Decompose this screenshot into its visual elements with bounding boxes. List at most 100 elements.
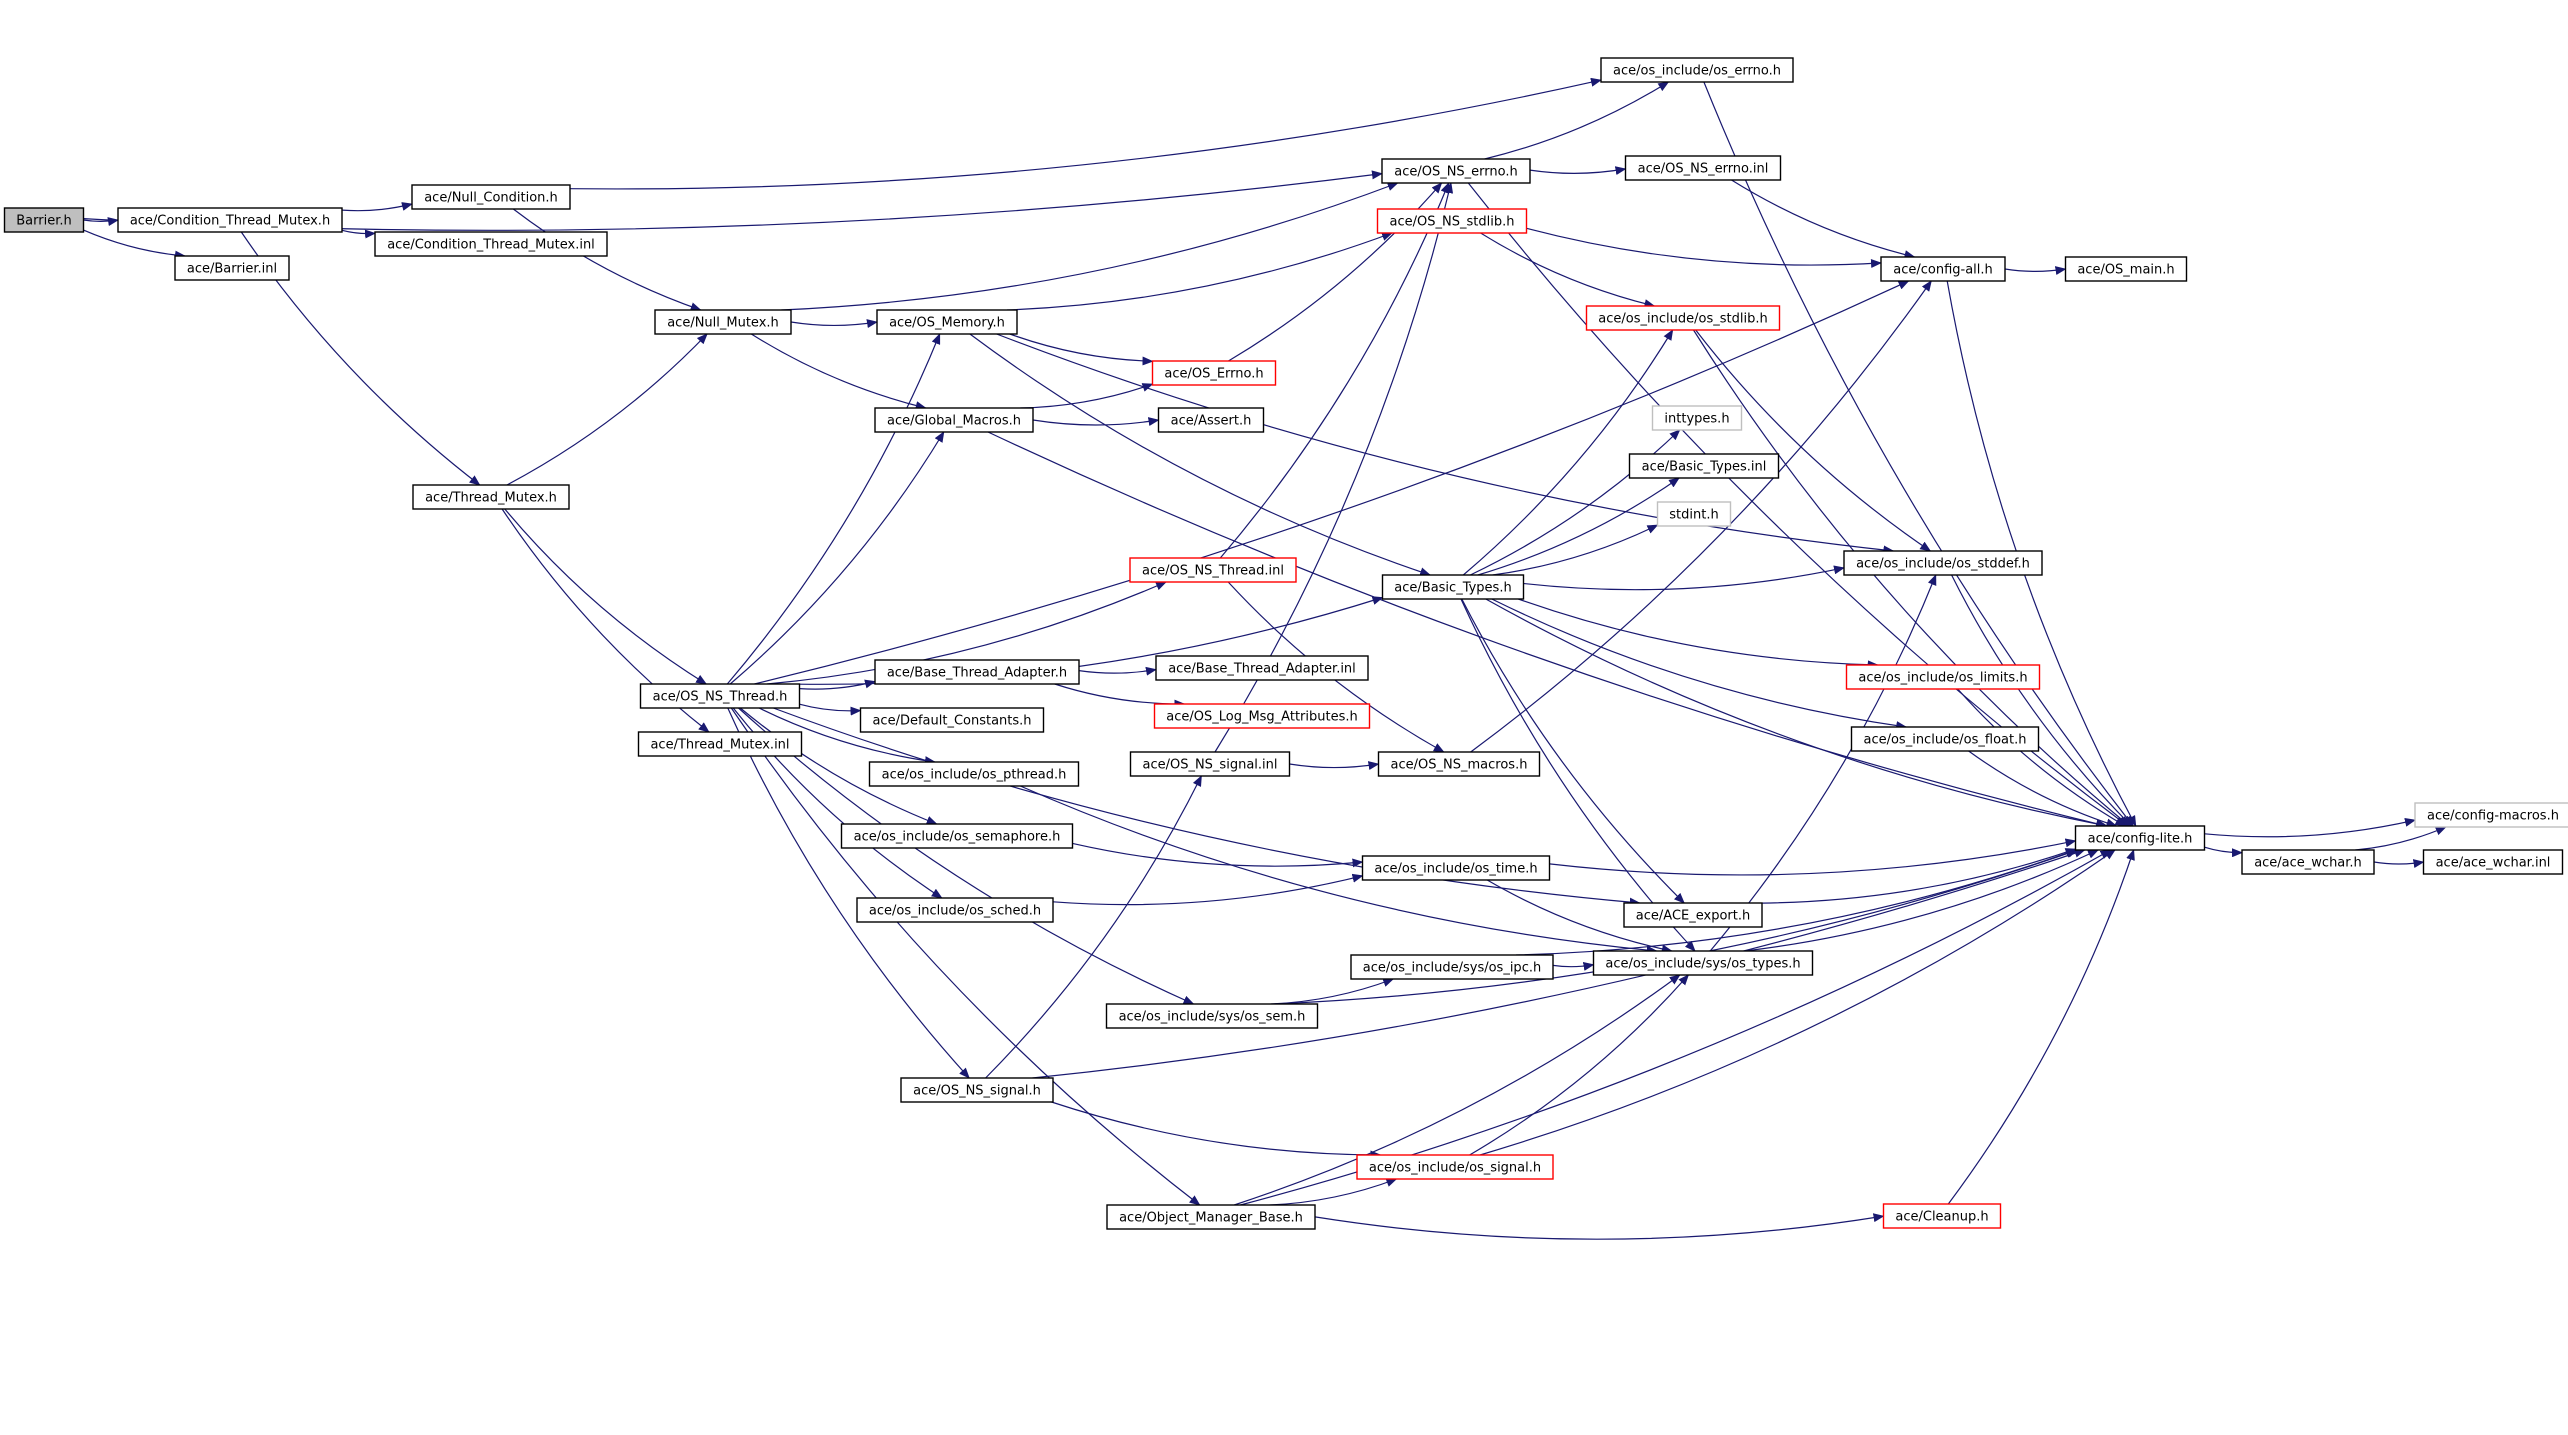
node-global-macros-h[interactable]: ace/Global_Macros.h <box>874 407 1034 433</box>
node-box[interactable] <box>1381 158 1531 184</box>
node-box[interactable] <box>2414 802 2568 828</box>
node-box[interactable] <box>874 407 1034 433</box>
node-base-thread-adapter-h[interactable]: ace/Base_Thread_Adapter.h <box>874 659 1080 685</box>
node-box[interactable] <box>2422 849 2564 875</box>
node-box[interactable] <box>654 309 792 335</box>
node-box[interactable] <box>1592 950 1814 976</box>
node-os-errno-h[interactable]: ace/OS_Errno.h <box>1151 360 1277 386</box>
node-os-log-msg-attributes-h[interactable]: ace/OS_Log_Msg_Attributes.h <box>1153 703 1371 729</box>
node-box[interactable] <box>1585 305 1781 331</box>
node-box[interactable] <box>1377 751 1541 777</box>
node-box[interactable] <box>412 484 570 510</box>
node-box[interactable] <box>1381 574 1525 600</box>
node-os-memory-h[interactable]: ace/OS_Memory.h <box>876 309 1018 335</box>
node-stdint-h[interactable]: stdint.h <box>1656 501 1732 527</box>
node-cleanup-h[interactable]: ace/Cleanup.h <box>1882 1203 2002 1229</box>
node-os-ns-signal-inl[interactable]: ace/OS_NS_signal.inl <box>1129 751 1291 777</box>
node-os-signal-h[interactable]: ace/os_include/os_signal.h <box>1356 1154 1554 1180</box>
node-box[interactable] <box>117 207 343 233</box>
node-default-constants-h[interactable]: ace/Default_Constants.h <box>859 707 1045 733</box>
node-inttypes-h[interactable]: inttypes.h <box>1651 405 1743 431</box>
node-box[interactable] <box>1129 751 1291 777</box>
node-os-semaphore-h[interactable]: ace/os_include/os_semaphore.h <box>840 823 1074 849</box>
node-object-manager-base-h[interactable]: ace/Object_Manager_Base.h <box>1106 1204 1316 1230</box>
node-barrier-h[interactable]: Barrier.h <box>3 207 85 233</box>
node-os-main-h[interactable]: ace/OS_main.h <box>2064 256 2188 282</box>
node-box[interactable] <box>1155 655 1369 681</box>
node-ace-export-h[interactable]: ace/ACE_export.h <box>1623 902 1763 928</box>
node-box[interactable] <box>1151 360 1277 386</box>
node-ace-wchar-h[interactable]: ace/ace_wchar.h <box>2241 849 2375 875</box>
node-assert-h[interactable]: ace/Assert.h <box>1157 407 1265 433</box>
node-os-time-h[interactable]: ace/os_include/os_time.h <box>1361 855 1551 881</box>
node-box[interactable] <box>840 823 1074 849</box>
node-os-ns-macros-h[interactable]: ace/OS_NS_macros.h <box>1377 751 1541 777</box>
node-basic-types-h[interactable]: ace/Basic_Types.h <box>1381 574 1525 600</box>
node-box[interactable] <box>2241 849 2375 875</box>
node-os-errno-inc-h[interactable]: ace/os_include/os_errno.h <box>1600 57 1794 83</box>
node-box[interactable] <box>1356 1154 1554 1180</box>
node-os-ns-stdlib-h[interactable]: ace/OS_NS_stdlib.h <box>1376 208 1528 234</box>
node-config-macros-h[interactable]: ace/config-macros.h <box>2414 802 2568 828</box>
node-box[interactable] <box>856 897 1054 923</box>
node-os-float-h[interactable]: ace/os_include/os_float.h <box>1850 726 2040 752</box>
node-os-ns-thread-inl[interactable]: ace/OS_NS_Thread.inl <box>1129 557 1297 583</box>
node-box[interactable] <box>1129 557 1297 583</box>
node-null-condition-h[interactable]: ace/Null_Condition.h <box>411 184 571 210</box>
node-box[interactable] <box>2074 825 2206 851</box>
node-box[interactable] <box>874 659 1080 685</box>
node-box[interactable] <box>374 231 608 257</box>
node-thread-mutex-inl[interactable]: ace/Thread_Mutex.inl <box>637 731 803 757</box>
node-box[interactable] <box>1624 155 1782 181</box>
node-box[interactable] <box>411 184 571 210</box>
node-os-ns-thread-h[interactable]: ace/OS_NS_Thread.h <box>639 683 801 709</box>
node-box[interactable] <box>1628 453 1780 479</box>
node-null-mutex-h[interactable]: ace/Null_Mutex.h <box>654 309 792 335</box>
node-box[interactable] <box>1361 855 1551 881</box>
node-cond-thread-mutex-h[interactable]: ace/Condition_Thread_Mutex.h <box>117 207 343 233</box>
node-cond-thread-mutex-inl[interactable]: ace/Condition_Thread_Mutex.inl <box>374 231 608 257</box>
node-os-sys-types-h[interactable]: ace/os_include/sys/os_types.h <box>1592 950 1814 976</box>
node-box[interactable] <box>859 707 1045 733</box>
node-box[interactable] <box>1376 208 1528 234</box>
node-ace-wchar-inl[interactable]: ace/ace_wchar.inl <box>2422 849 2564 875</box>
node-box[interactable] <box>1843 550 2043 576</box>
node-base-thread-adapter-inl[interactable]: ace/Base_Thread_Adapter.inl <box>1155 655 1369 681</box>
node-box[interactable] <box>1105 1003 1319 1029</box>
node-box[interactable] <box>1106 1204 1316 1230</box>
node-os-pthread-h[interactable]: ace/os_include/os_pthread.h <box>868 761 1080 787</box>
node-os-ns-errno-inl[interactable]: ace/OS_NS_errno.inl <box>1624 155 1782 181</box>
node-box[interactable] <box>1153 703 1371 729</box>
node-box[interactable] <box>1350 954 1554 980</box>
node-barrier-inl[interactable]: ace/Barrier.inl <box>174 255 290 281</box>
node-os-stddef-h[interactable]: ace/os_include/os_stddef.h <box>1843 550 2043 576</box>
node-box[interactable] <box>876 309 1018 335</box>
node-os-sched-h[interactable]: ace/os_include/os_sched.h <box>856 897 1054 923</box>
node-thread-mutex-h[interactable]: ace/Thread_Mutex.h <box>412 484 570 510</box>
node-os-sys-sem-h[interactable]: ace/os_include/sys/os_sem.h <box>1105 1003 1319 1029</box>
node-box[interactable] <box>1845 664 2041 690</box>
node-os-ns-signal-h[interactable]: ace/OS_NS_signal.h <box>900 1077 1054 1103</box>
node-box[interactable] <box>1882 1203 2002 1229</box>
node-box[interactable] <box>2064 256 2188 282</box>
node-box[interactable] <box>1600 57 1794 83</box>
node-box[interactable] <box>1623 902 1763 928</box>
node-box[interactable] <box>639 683 801 709</box>
node-os-limits-h[interactable]: ace/os_include/os_limits.h <box>1845 664 2041 690</box>
node-box[interactable] <box>3 207 85 233</box>
node-box[interactable] <box>174 255 290 281</box>
node-os-ns-errno-h[interactable]: ace/OS_NS_errno.h <box>1381 158 1531 184</box>
node-config-all-h[interactable]: ace/config-all.h <box>1880 256 2006 282</box>
node-box[interactable] <box>1157 407 1265 433</box>
node-os-stdlib-h[interactable]: ace/os_include/os_stdlib.h <box>1585 305 1781 331</box>
node-box[interactable] <box>1651 405 1743 431</box>
node-box[interactable] <box>1880 256 2006 282</box>
node-config-lite-h[interactable]: ace/config-lite.h <box>2074 825 2206 851</box>
node-box[interactable] <box>1850 726 2040 752</box>
node-basic-types-inl[interactable]: ace/Basic_Types.inl <box>1628 453 1780 479</box>
node-box[interactable] <box>1656 501 1732 527</box>
node-os-sys-ipc-h[interactable]: ace/os_include/sys/os_ipc.h <box>1350 954 1554 980</box>
node-box[interactable] <box>900 1077 1054 1103</box>
node-box[interactable] <box>637 731 803 757</box>
node-box[interactable] <box>868 761 1080 787</box>
